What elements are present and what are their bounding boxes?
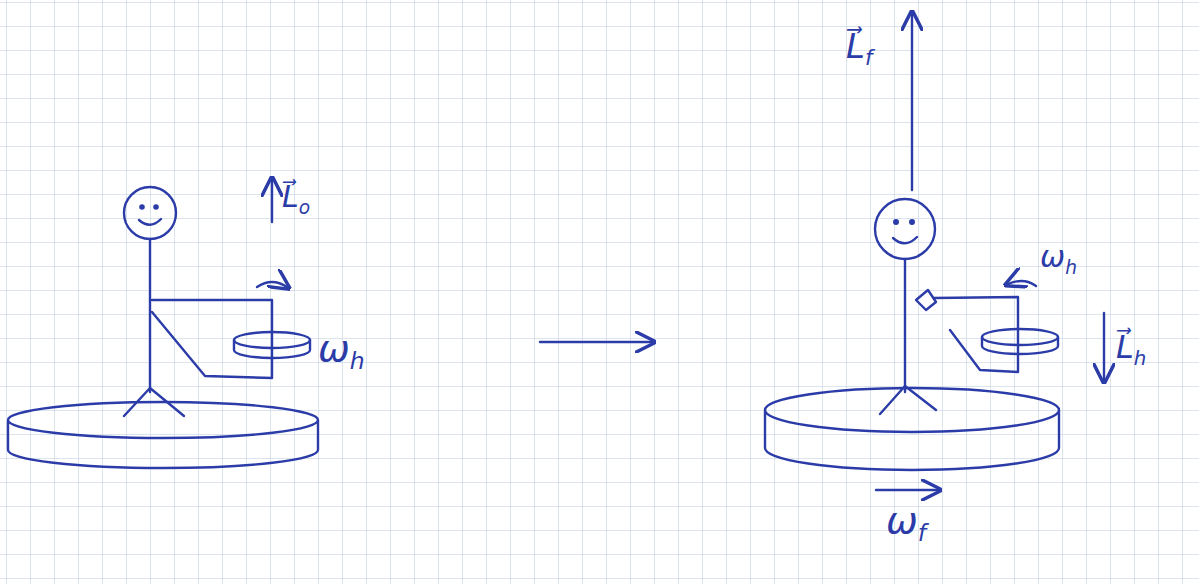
subscript: h <box>350 347 365 375</box>
initial-state-figure <box>8 180 318 468</box>
momentum-label: L⃗o <box>282 180 310 218</box>
subscript: h <box>1134 347 1147 370</box>
bent-arm <box>916 290 936 310</box>
momentum-label: L⃗h <box>1116 330 1146 370</box>
wheel <box>234 332 310 348</box>
wheel-rim <box>982 337 1058 354</box>
wheel-momentum-arrow <box>1103 313 1105 380</box>
momentum-label: L⃗f <box>846 28 872 70</box>
spin-label: ωf <box>886 500 926 547</box>
turntable <box>8 402 318 468</box>
final-state-figure <box>765 14 1104 490</box>
arm-frame <box>152 300 272 378</box>
legs <box>124 388 184 416</box>
smile <box>893 237 917 243</box>
eye <box>154 205 157 208</box>
head <box>124 187 176 239</box>
eye <box>910 220 914 224</box>
symbol: ω <box>886 498 918 542</box>
symbol: L⃗ <box>282 179 299 214</box>
symbol: ω <box>1040 239 1065 274</box>
spin-arrow <box>1008 281 1036 286</box>
wheel-rim <box>234 340 310 358</box>
symbol: L⃗ <box>846 26 865 66</box>
subscript: o <box>299 197 310 218</box>
platform-spin-arrow <box>876 489 938 491</box>
smile <box>139 219 161 225</box>
spin-label: ωh <box>1040 240 1077 278</box>
eye <box>894 220 898 224</box>
angular-momentum-arrow <box>911 14 913 190</box>
eye <box>140 205 143 208</box>
legs <box>880 386 936 414</box>
subscript: f <box>865 45 872 70</box>
head <box>875 199 935 259</box>
subscript: f <box>918 519 926 547</box>
spin-arrow <box>257 282 287 287</box>
arm-frame <box>934 297 1018 372</box>
subscript: h <box>1065 257 1077 278</box>
turntable <box>765 388 1059 470</box>
spin-label: ωh <box>318 328 365 375</box>
wheel <box>982 329 1058 345</box>
transition-arrow <box>540 341 652 343</box>
symbol: ω <box>318 326 350 370</box>
body <box>149 239 151 392</box>
symbol: L⃗ <box>1116 328 1134 366</box>
body <box>904 259 906 392</box>
angular-momentum-arrow <box>271 180 273 222</box>
